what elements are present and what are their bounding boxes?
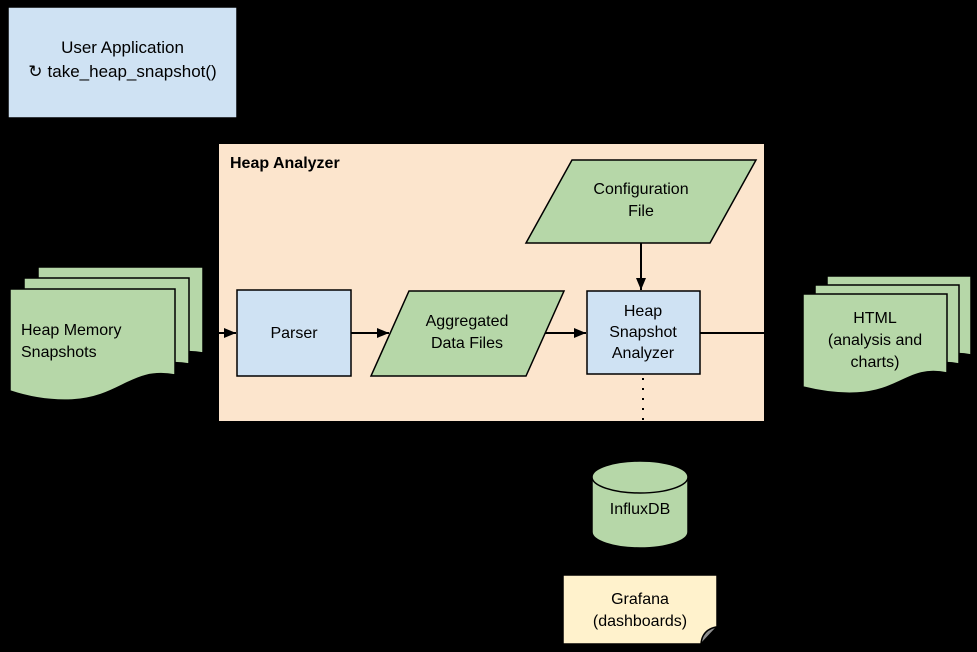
grafana-label: Grafana (dashboards) [592, 591, 688, 630]
heap-analyzer-title: Heap Analyzer [230, 155, 340, 172]
heap-memory-snapshots-label: Heap Memory Snapshots [21, 322, 122, 361]
cylinder-top [591, 460, 689, 494]
html-output-stack [802, 275, 972, 394]
refresh-icon: ↻ [28, 61, 43, 81]
user-application-method-line: ↻ take_heap_snapshot() [28, 60, 216, 84]
user-application-label: User Application ↻ take_heap_snapshot() [8, 7, 237, 118]
aggregated-data-files-label: Aggregated Data Files [425, 313, 509, 352]
parser-label: Parser [270, 325, 318, 342]
document-sheet-front [9, 288, 176, 401]
heap-snapshot-analyzer-label: Heap Snapshot Analyzer [609, 303, 677, 362]
aggregated-data-files-shape [369, 290, 566, 377]
influxdb-label: InfluxDB [609, 501, 671, 518]
document-sheet-front [802, 293, 948, 394]
user-application-method: take_heap_snapshot() [47, 61, 217, 81]
configuration-file-label: Configuration File [593, 181, 689, 220]
configuration-file-shape [524, 159, 758, 244]
user-application-title: User Application [61, 37, 184, 57]
heap-memory-snapshots-stack [9, 266, 204, 401]
user-application-box [7, 6, 238, 119]
influxdb-cylinder [591, 460, 689, 549]
grafana-note [562, 574, 719, 647]
cylinder-body [591, 477, 689, 549]
html-output-label: HTML (analysis and charts) [827, 310, 923, 371]
note-fold-corner [700, 626, 719, 647]
heap-snapshot-analyzer-box [586, 290, 701, 375]
parser-box [236, 289, 352, 377]
